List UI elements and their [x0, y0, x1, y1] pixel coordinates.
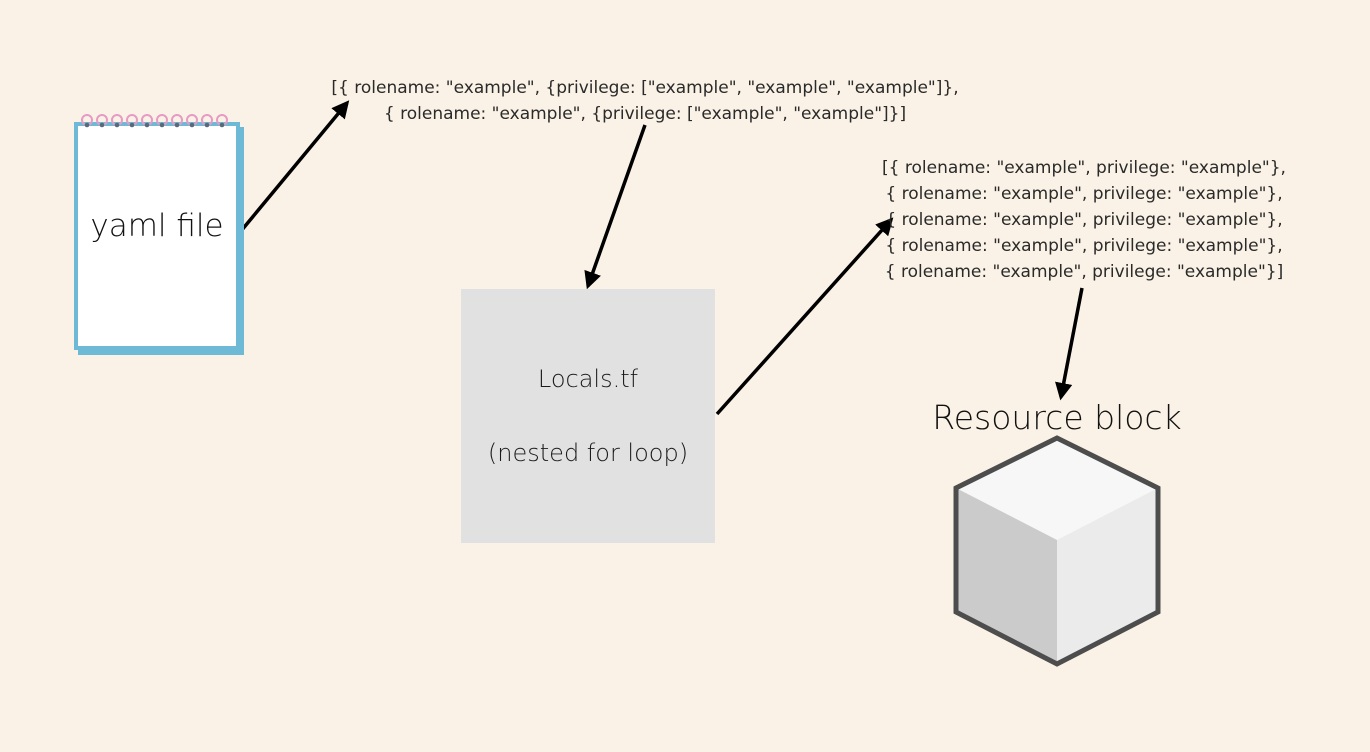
locals-tf-node: Locals.tf (nested for loop) — [461, 289, 715, 543]
notepad-icon — [74, 122, 240, 350]
json-line: { rolename: "example", privilege: "examp… — [885, 184, 1283, 204]
notepad-rings-icon — [81, 114, 228, 128]
json-line: { rolename: "example", privilege: "examp… — [884, 262, 1284, 282]
locals-tf-title: Locals.tf — [537, 365, 639, 393]
flattened-json-sample: [{ rolename: "example", privilege: "exam… — [862, 155, 1306, 285]
json-line: { rolename: "example", privilege: "examp… — [885, 210, 1283, 230]
json-line: [{ rolename: "example", {privilege: ["ex… — [331, 78, 959, 98]
arrow-flat-json-to-resource — [1055, 287, 1084, 401]
arrow-yaml-to-nested-json — [239, 100, 350, 233]
resource-block-label: Resource block — [932, 398, 1182, 437]
yaml-file-node: yaml file — [74, 114, 240, 350]
cube-icon — [953, 435, 1161, 667]
json-line: { rolename: "example", {privilege: ["exa… — [383, 104, 907, 124]
json-line: { rolename: "example", privilege: "examp… — [885, 236, 1283, 256]
arrow-nested-json-to-locals — [584, 124, 647, 290]
arrow-locals-to-flat-json — [715, 217, 894, 416]
nested-json-sample: [{ rolename: "example", {privilege: ["ex… — [330, 75, 960, 127]
yaml-file-label: yaml file — [90, 208, 224, 244]
json-line: [{ rolename: "example", privilege: "exam… — [882, 158, 1286, 178]
locals-tf-subtitle: (nested for loop) — [487, 439, 689, 467]
